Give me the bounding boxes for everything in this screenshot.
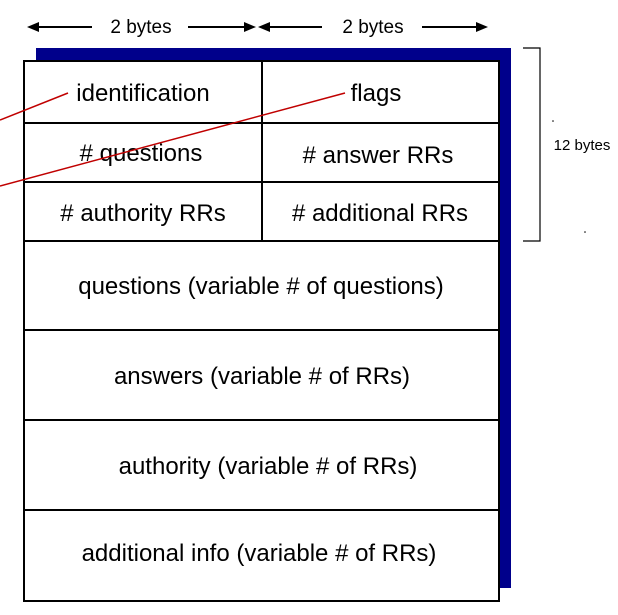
- right-width-dimension: 2 bytes: [258, 17, 488, 38]
- authority-section: authority (variable # of RRs): [119, 453, 418, 480]
- identification-callout-line: [0, 92, 69, 121]
- header-size-label: 12 bytes: [554, 137, 611, 154]
- flags-callout-line: [0, 92, 346, 187]
- header-size-bracket: [523, 47, 541, 242]
- answer-rrs-field: # answer RRs: [303, 142, 454, 169]
- left-width-arrowhead-left: [27, 22, 39, 32]
- flags-field: flags: [351, 80, 402, 107]
- authority-rrs-field: # authority RRs: [60, 200, 225, 227]
- questions-count-field: # questions: [80, 140, 203, 167]
- bracket-dot-bottom: [584, 231, 586, 233]
- additional-rrs-field: # additional RRs: [292, 200, 468, 227]
- left-width-label: 2 bytes: [110, 17, 171, 38]
- right-width-arrowhead-left: [258, 22, 270, 32]
- right-width-arrowhead-right: [476, 22, 488, 32]
- additional-info-section: additional info (variable # of RRs): [82, 540, 437, 567]
- identification-field: identification: [76, 80, 209, 107]
- answers-section: answers (variable # of RRs): [114, 363, 410, 390]
- right-width-label: 2 bytes: [342, 17, 403, 38]
- questions-section: questions (variable # of questions): [78, 273, 444, 300]
- bracket-dot-top: [552, 120, 554, 122]
- left-width-arrowhead-right: [244, 22, 256, 32]
- bracket-line: [523, 47, 541, 242]
- left-width-dimension: 2 bytes: [27, 17, 256, 38]
